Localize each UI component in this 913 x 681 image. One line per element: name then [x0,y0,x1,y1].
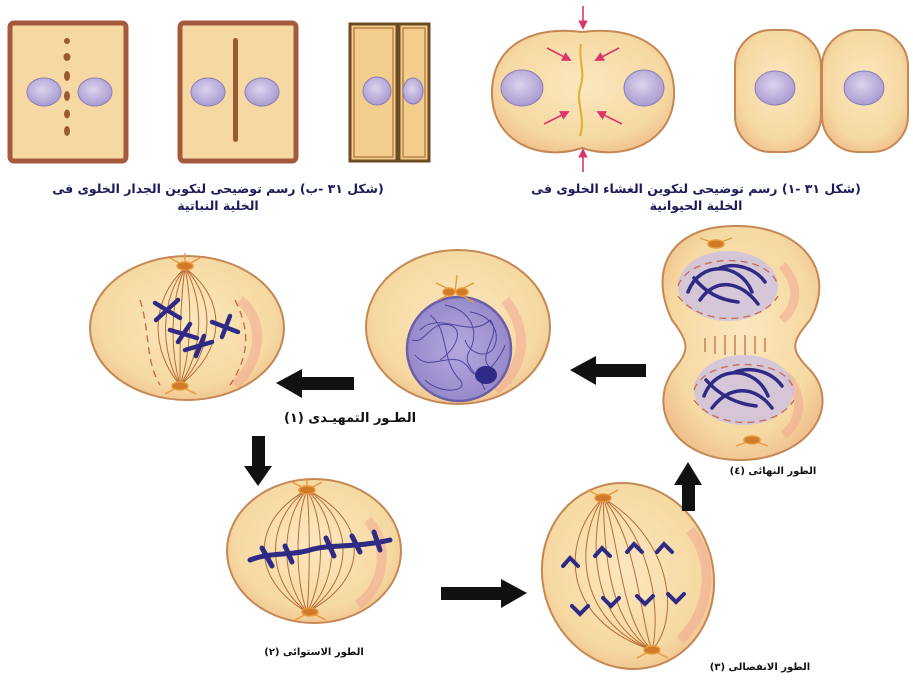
label-prophase: الطـور التمهيـدى (١) [283,411,417,426]
centrosome-bottom [294,607,327,621]
arrow-prophase-to-metaphase [244,436,272,486]
centrosome-bottom [735,435,769,447]
centrosome-top [291,478,323,495]
arrow-interphase-to-prophase [276,369,354,398]
animal-caption-line2: الخلية الحيوانية [649,198,743,213]
animal-caption-line1: (شكل ٣١ -١) رسم توضيحى لتكوين الغشاء الخ… [531,181,861,196]
centrosome-bottom [164,381,197,395]
label-anaphase: الطور الانفصالى (٣) [709,662,811,673]
metaphase-cell [226,478,402,624]
centrosome-bottom [636,645,669,659]
cell-plate-vesicles [63,38,71,136]
plant-caption-line2: الخلية النباتية [177,198,259,213]
arrow-anaphase-to-telophase [674,462,702,511]
arrow-metaphase-to-anaphase [441,579,527,608]
animal-cell-cleaving [490,6,676,172]
label-telophase: الطور النهائى (٤) [729,466,817,477]
nucleolus [475,366,497,384]
plant-cell-2 [177,20,299,164]
spindle-fibers [157,267,217,386]
label-metaphase: الطور الاستوائى (٢) [264,647,364,658]
centrosome [435,274,475,303]
daughter-nucleus-top [677,251,779,321]
plant-caption: (شكل ٣١ -ب) رسم توضيحى لتكوين الجدار الخ… [8,180,428,214]
daughter-nucleus-bottom [693,355,795,425]
anaphase-cell [540,482,716,670]
centrosome-top [699,237,733,249]
metaphase-plate-chromosomes [247,529,393,569]
furrow-arrows [543,6,623,172]
centrosome-top [587,489,619,503]
animal-cell-divided [734,29,909,153]
cleavage-furrow [577,43,584,137]
arrow-telophase-to-interphase [570,356,646,385]
plant-cell-3 [348,22,431,163]
telophase-cell [661,224,824,462]
chromatin [411,304,506,391]
prophase-cell [89,253,285,401]
centrosome-top [169,253,201,271]
spindle-fibers [574,497,669,651]
cell-plate [233,38,238,142]
nucleus [405,295,513,403]
interphase-cell [365,249,551,405]
plant-cell-1 [7,20,129,164]
chromosomes [152,297,241,359]
animal-caption: (شكل ٣١ -١) رسم توضيحى لتكوين الغشاء الخ… [486,180,906,214]
separating-chromatids [561,541,686,617]
plant-caption-line1: (شكل ٣١ -ب) رسم توضيحى لتكوين الجدار الخ… [52,181,384,196]
midbody-fibers [704,335,766,355]
